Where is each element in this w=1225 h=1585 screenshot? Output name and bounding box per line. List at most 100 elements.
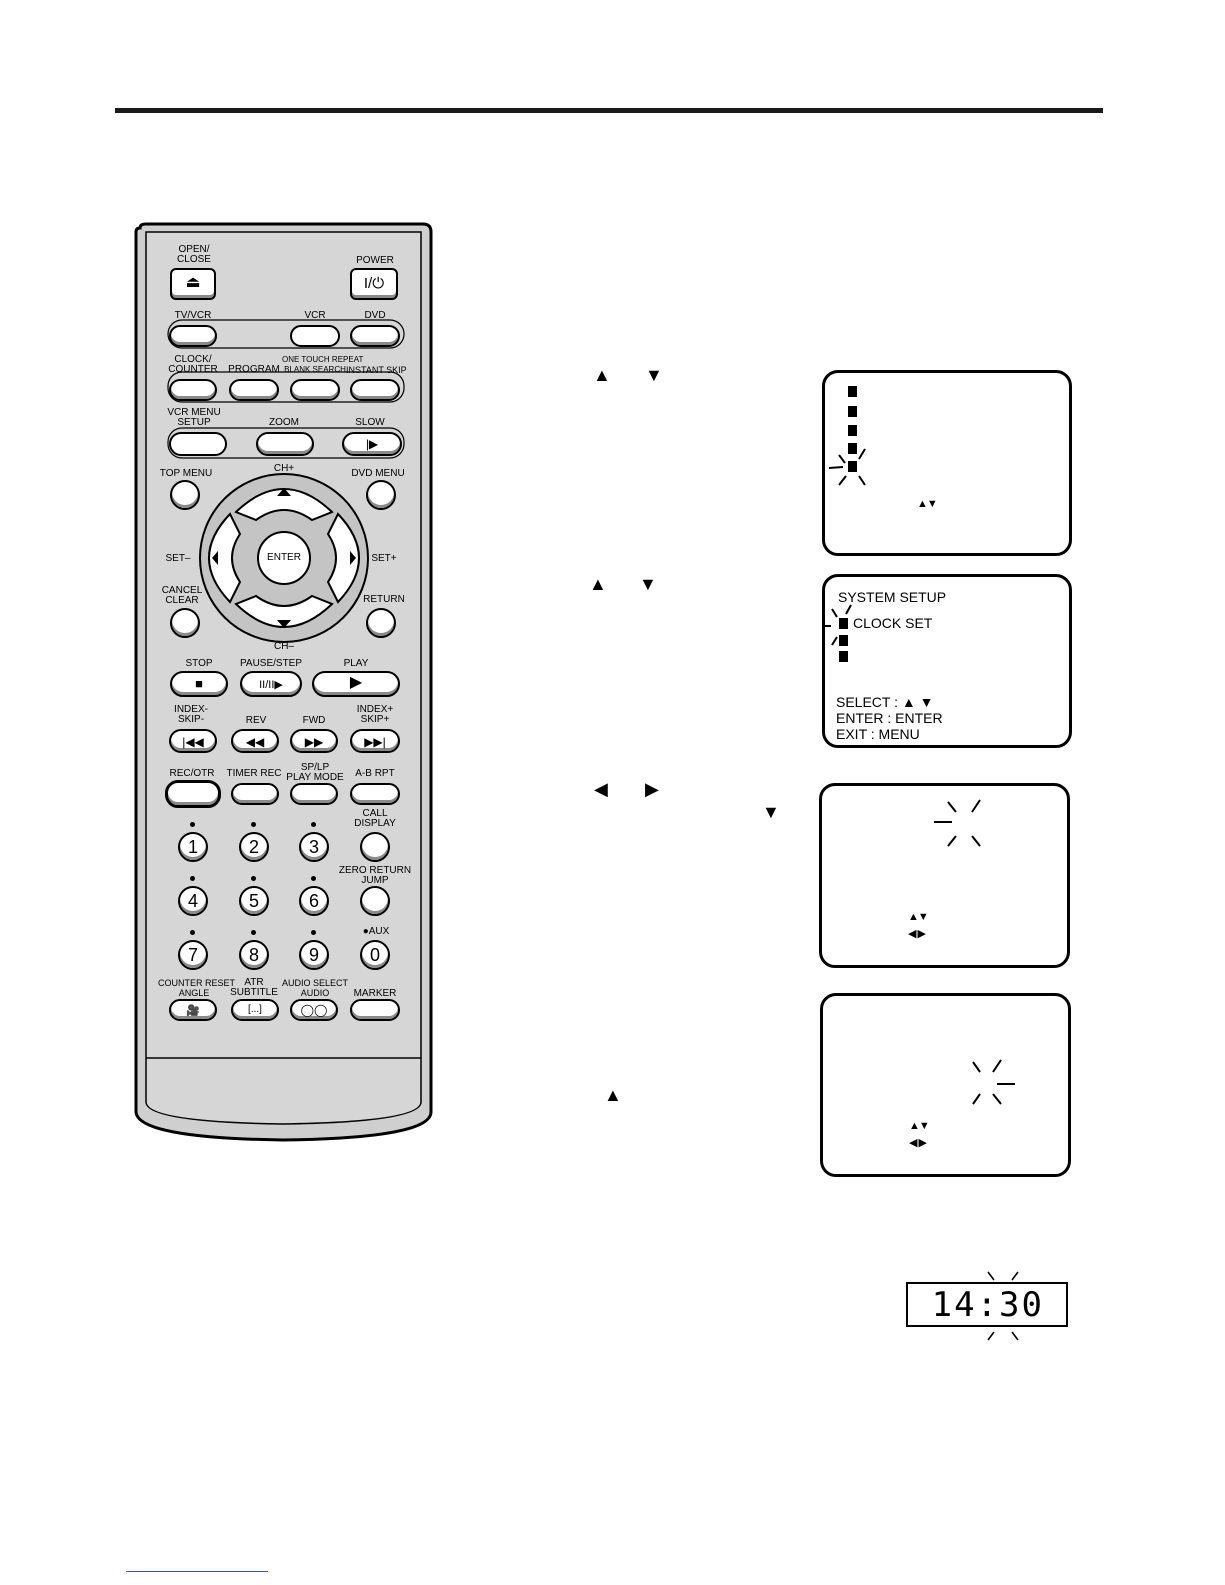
ab-rpt-label: A-B RPT — [355, 768, 395, 779]
timer-rec-label: TIMER REC — [226, 768, 282, 779]
ch-up-button[interactable] — [252, 484, 316, 520]
zero-return-jump-button[interactable] — [360, 886, 390, 916]
power-button[interactable]: I/⏻ — [350, 268, 398, 300]
ch-down-button[interactable] — [252, 596, 316, 632]
rec-otr-button[interactable] — [165, 780, 221, 808]
ch-plus-label: CH+ — [273, 463, 295, 474]
subtitle-button[interactable]: [...] — [231, 999, 279, 1021]
number-button-9[interactable]: 9 — [299, 940, 329, 970]
menu-bullet — [839, 635, 848, 646]
number-button-1[interactable]: 1 — [178, 832, 208, 862]
play-button[interactable]: ▶ — [312, 671, 400, 697]
down-arrow-icon: ▼ — [645, 365, 663, 385]
dvd-menu-label: DVD MENU — [351, 468, 405, 479]
number-button-7[interactable]: 7 — [178, 940, 208, 970]
skip-plus-button[interactable]: ▶▶| — [350, 729, 400, 753]
dvd-button[interactable] — [350, 325, 400, 347]
clock-counter-button[interactable] — [169, 379, 217, 401]
top-menu-button[interactable] — [170, 480, 200, 510]
select-hint: SELECT : ▲ ▼ — [836, 694, 934, 710]
pause-step-button[interactable]: II/II▶ — [240, 671, 302, 697]
indicator-dot — [311, 876, 316, 881]
number-button-6[interactable]: 6 — [299, 886, 329, 916]
number-button-2[interactable]: 2 — [239, 832, 269, 862]
open-close-button[interactable]: ⏏ — [170, 268, 216, 300]
subtitle-icon: [...] — [248, 1004, 262, 1015]
number-button-8[interactable]: 8 — [239, 940, 269, 970]
program-button[interactable] — [229, 379, 279, 401]
rev-label: REV — [245, 715, 267, 726]
call-display-button[interactable] — [360, 832, 390, 862]
sp-lp-button[interactable] — [290, 783, 338, 805]
stop-button[interactable]: ■ — [170, 671, 228, 697]
tv-vcr-button[interactable] — [169, 325, 217, 347]
angle-button[interactable]: 🎥 — [169, 999, 217, 1021]
osd-screen-clock-time: ▲▼ ◀ ▶ — [820, 993, 1071, 1177]
camera-icon: 🎥 — [186, 1005, 200, 1017]
indicator-dot — [251, 930, 256, 935]
return-label: RETURN — [363, 594, 405, 605]
up-arrow-icon: ▲ — [593, 365, 611, 385]
vcr-label: VCR — [304, 310, 326, 321]
program-label: PROGRAM — [228, 364, 280, 375]
menu-bullet — [848, 425, 857, 436]
osd-screen-system-setup: SYSTEM SETUP CLOCK SET SELECT : ▲ ▼ ENTE… — [822, 574, 1072, 748]
vcr-button[interactable] — [290, 325, 340, 347]
ab-rpt-button[interactable] — [350, 783, 400, 805]
index-skip-minus-label: INDEX-SKIP- — [174, 704, 208, 725]
marker-button[interactable] — [350, 999, 400, 1021]
blink-icon — [825, 604, 852, 646]
fwd-button[interactable]: ▶▶ — [290, 729, 338, 753]
return-button[interactable] — [366, 608, 396, 638]
blink-icon — [987, 1271, 1019, 1341]
rec-otr-label: REC/OTR — [169, 768, 215, 779]
menu-bullet-selected — [848, 461, 857, 472]
top-rule — [115, 108, 1103, 113]
number-button-4[interactable]: 4 — [178, 886, 208, 916]
stop-icon: ■ — [195, 676, 203, 691]
instant-skip-button[interactable] — [350, 379, 400, 401]
indicator-dot — [251, 822, 256, 827]
clock-counter-label: CLOCK/COUNTER — [168, 354, 218, 375]
timer-rec-button[interactable] — [231, 783, 279, 805]
right-arrow-icon: ▶ — [645, 779, 659, 799]
audio-button[interactable]: ◯◯ — [290, 999, 338, 1021]
number-button-5[interactable]: 5 — [239, 886, 269, 916]
aux-label: ●AUX — [362, 926, 390, 937]
cancel-clear-button[interactable] — [170, 608, 200, 638]
set-minus-button[interactable] — [204, 526, 240, 590]
blink-icon — [934, 799, 981, 847]
number-button-3[interactable]: 3 — [299, 832, 329, 862]
remote-control: OPEN/CLOSE ⏏ POWER I/⏻ TV/VCR VCR DVD CL… — [132, 222, 435, 1142]
blink-icon — [828, 448, 866, 486]
skip-back-icon: |◀◀ — [182, 735, 204, 749]
clock-set-item[interactable]: CLOCK SET — [853, 615, 933, 631]
indicator-dot — [251, 876, 256, 881]
menu-bullet-selected — [839, 618, 848, 629]
dvd-menu-button[interactable] — [366, 480, 396, 510]
pause-step-icon: II/II▶ — [259, 679, 283, 691]
down-arrow-icon: ▼ — [639, 574, 657, 594]
leftright-arrows: ◀ ▶ — [909, 1137, 927, 1149]
stop-label: STOP — [185, 658, 213, 669]
blank-search-button[interactable] — [290, 379, 340, 401]
rev-button[interactable]: ◀◀ — [231, 729, 279, 753]
zoom-button[interactable] — [256, 432, 314, 456]
setup-button[interactable] — [169, 432, 227, 456]
up-arrow-icon: ▲ — [589, 574, 607, 594]
bottom-link-underline — [126, 1571, 268, 1572]
slow-button[interactable]: |▶ — [342, 432, 402, 456]
power-icon: I/⏻ — [363, 275, 385, 292]
skip-minus-button[interactable]: |◀◀ — [169, 729, 217, 753]
indicator-dot — [190, 930, 195, 935]
enter-button[interactable] — [258, 532, 310, 584]
set-minus-label: SET– — [165, 553, 191, 564]
tv-vcr-label: TV/VCR — [174, 310, 212, 321]
number-button-0[interactable]: 0 — [360, 940, 390, 970]
set-plus-button[interactable] — [328, 526, 364, 590]
